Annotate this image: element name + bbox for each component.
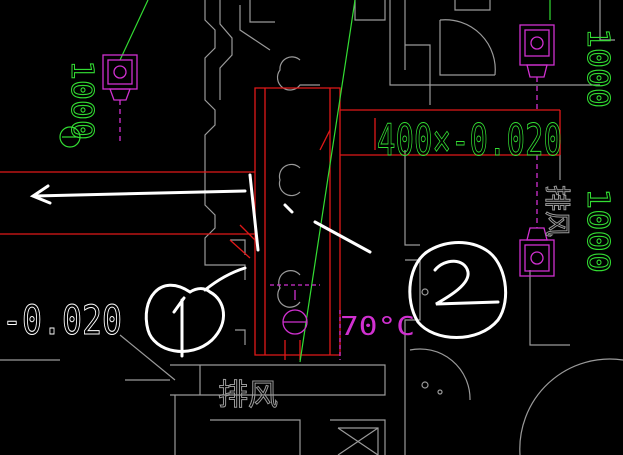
- markup-circle-two: [408, 241, 508, 339]
- dim-left-label: 1000: [64, 60, 99, 140]
- exhaust-fans: [102, 24, 555, 360]
- leader-line-top: [119, 0, 149, 61]
- flow-arrow: [29, 184, 247, 205]
- duct-system: [0, 87, 561, 360]
- duct-size-elevation-label: 400×-0.020: [377, 115, 562, 166]
- sketch-stroke-vertical: [248, 173, 260, 252]
- text-labels: 400×-0.020 -0.020 70°C 1000 1000 1000 排风…: [2, 28, 616, 414]
- leader-line-diagonal: [299, 0, 356, 363]
- sketch-stroke-diagonal: [313, 220, 372, 254]
- dim-right-top-label: 1000: [580, 28, 615, 108]
- sketch-stroke-dot: [283, 203, 294, 214]
- exhaust-fan-left: [102, 54, 138, 145]
- fan-symbol-left: [59, 126, 81, 148]
- exhaust-label-bottom: 排风: [218, 378, 278, 413]
- fire-damper-temp-label: 70°C: [340, 312, 415, 342]
- markup-circle-one: [144, 266, 247, 358]
- dim-right-bottom-label: 1000: [580, 188, 615, 273]
- green-annotations: [59, 0, 551, 363]
- elevation-left-label: -0.020: [2, 298, 122, 344]
- exhaust-fan-right-top: [519, 24, 555, 110]
- exhaust-fan-right-bottom: [519, 155, 555, 277]
- handwritten-markup: [29, 173, 508, 358]
- exhaust-label-right: 排风: [541, 185, 571, 237]
